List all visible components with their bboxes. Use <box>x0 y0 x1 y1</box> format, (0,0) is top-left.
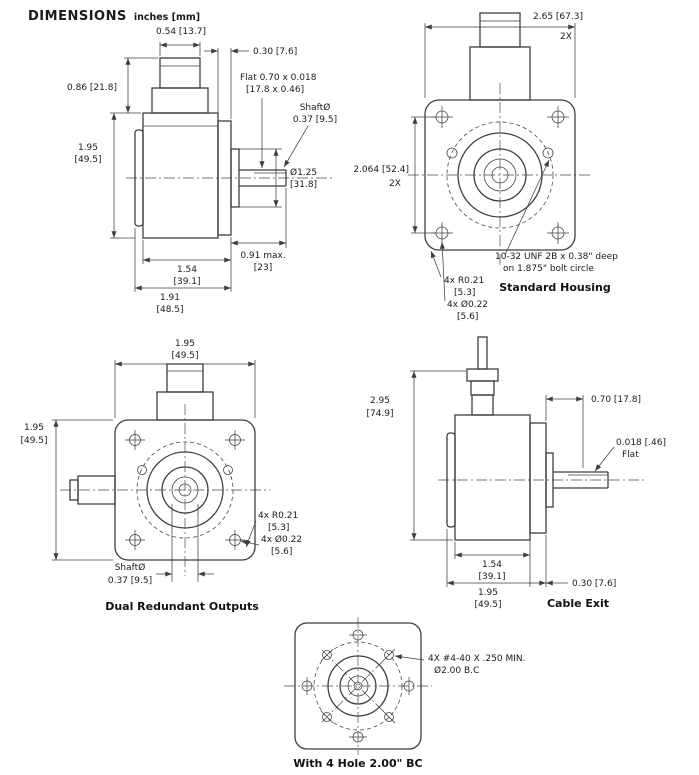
dim-body-width-label: 1.54 <box>177 265 197 275</box>
dim-shaft-length-mm-label: [23] <box>254 263 272 273</box>
cable-exit-drawing: 2.95 [74.9] 0.70 [17.8] 0.018 [.46] Flat… <box>366 336 666 610</box>
dual-redundant-labels: 1.95 [49.5] 1.95 [49.5] 4x R0.21 [5.3] 4… <box>20 339 302 613</box>
corner-radius-note-mm-label: [5.3] <box>454 288 475 298</box>
dim-shaft-length-label: 0.91 max. <box>240 251 285 261</box>
side-view-drawing: 0.54 [13.7] 0.30 [7.6] 0.86 [21.8] 1.95 … <box>67 27 337 315</box>
dim-width-label: 1.95 <box>175 339 195 349</box>
shaft-dia-note-value-label: 0.37 [9.5] <box>293 115 337 125</box>
dim-overall-width-mm-label: [49.5] <box>474 600 501 610</box>
dim-body-height-label: 1.95 <box>78 143 98 153</box>
dim-shaft-length-label: 0.70 [17.8] <box>591 395 641 405</box>
four-hole-bc-caption: With 4 Hole 2.00" BC <box>293 757 422 770</box>
dim-height-mm-label: [49.5] <box>20 436 47 446</box>
dim-width-mm-label: [49.5] <box>171 351 198 361</box>
dual-redundant-dimension-lines <box>52 360 260 582</box>
corner-radius-note-label: 4x R0.21 <box>444 276 484 286</box>
dim-flange-width-qty-label: 2X <box>560 32 572 42</box>
four-hole-bc-drawing: 4X #4-40 X .250 MIN. Ø2.00 B.C With 4 Ho… <box>284 617 526 770</box>
side-view-dimension-lines <box>110 42 309 292</box>
shaft-dia-note-value-label: 0.37 [9.5] <box>108 576 152 586</box>
corner-hole-note-label: 4x Ø0.22 <box>447 299 488 310</box>
dim-body-width-label: 1.54 <box>482 560 502 570</box>
dim-body-width-mm-label: [39.1] <box>478 572 505 582</box>
standard-housing-drawing: 2.65 [67.3] 2X 2.064 [52.4] 2X 10-32 UNF… <box>353 12 618 322</box>
tap-hole-left <box>446 147 458 159</box>
cable-gland-nut <box>466 368 499 382</box>
flat-note-line2-label: Flat <box>622 450 639 460</box>
dual-redundant-outline <box>60 363 270 576</box>
standard-housing-labels: 2.65 [67.3] 2X 2.064 [52.4] 2X 10-32 UNF… <box>353 12 618 322</box>
tap-hole-right <box>223 465 233 475</box>
standard-housing-dimension-lines <box>411 23 576 302</box>
bolt-circle <box>446 121 554 229</box>
standard-housing-outline <box>408 12 592 267</box>
dim-flange-thickness-label: 0.30 [7.6] <box>572 579 616 589</box>
dim-connector-width-label: 0.54 [13.7] <box>156 27 206 37</box>
cable-exit-dimension-lines <box>410 370 615 587</box>
tapped-holes <box>320 648 396 724</box>
dim-height-label: 2.95 <box>370 396 390 406</box>
tap-note-label: 4X #4-40 X .250 MIN. <box>428 654 526 664</box>
tap-hole-left <box>137 465 147 475</box>
edge-holes <box>301 629 415 743</box>
dim-connector-height-label: 0.86 [21.8] <box>67 83 117 93</box>
corner-hole-note-mm-label: [5.6] <box>457 312 478 322</box>
corner-radius-note-mm-label: [5.3] <box>268 523 289 533</box>
shaft-dia-note-label: ShaftØ <box>115 562 146 573</box>
cable <box>477 336 488 370</box>
dim-height-mm-label: [74.9] <box>366 409 393 419</box>
dim-overall-width-label: 1.95 <box>478 588 498 598</box>
corner-radius-note-label: 4x R0.21 <box>258 511 298 521</box>
dim-body-height-mm-label: [49.5] <box>74 155 101 165</box>
corner-hole-note-label: 4x Ø0.22 <box>261 534 302 545</box>
flat-note-mm-label: [17.8 x 0.46] <box>246 85 304 95</box>
shaft-dia-note-label: ShaftØ <box>300 102 331 113</box>
standard-housing-caption: Standard Housing <box>499 281 610 294</box>
page-title: DIMENSIONS <box>28 9 127 24</box>
cable-exit-outline <box>438 336 646 541</box>
flat-note-label: 0.018 [.46] <box>616 438 666 448</box>
dual-redundant-drawing: 1.95 [49.5] 1.95 [49.5] 4x R0.21 [5.3] 4… <box>20 339 302 613</box>
dim-flange-thickness-label: 0.30 [7.6] <box>253 47 297 57</box>
cable-exit-caption: Cable Exit <box>547 597 609 610</box>
page-units-note: inches [mm] <box>133 12 201 23</box>
corner-hole-note-mm-label: [5.6] <box>271 547 292 557</box>
flat-note-label: Flat 0.70 x 0.018 <box>240 73 317 83</box>
dim-height-label: 1.95 <box>24 423 44 433</box>
tap-note-line2-label: Ø2.00 B.C <box>434 665 479 676</box>
four-hole-bc-dimension-lines <box>394 654 425 661</box>
tap-hole-right <box>542 147 554 159</box>
dim-flange-width-label: 2.65 [67.3] <box>533 12 583 22</box>
tap-note-label: 10-32 UNF 2B x 0.38" deep <box>495 252 618 262</box>
dual-redundant-caption: Dual Redundant Outputs <box>105 600 259 613</box>
dim-hole-span-label: 2.064 [52.4] <box>353 165 409 175</box>
dim-overall-width-label: 1.91 <box>160 293 180 303</box>
tap-note-line2-label: on 1.875" bolt circle <box>503 264 594 274</box>
dim-pilot-dia-label: Ø1.25 <box>290 167 317 178</box>
dim-body-width-mm-label: [39.1] <box>173 277 200 287</box>
dim-hole-span-qty-label: 2X <box>389 179 401 189</box>
cable-exit-labels: 2.95 [74.9] 0.70 [17.8] 0.018 [.46] Flat… <box>366 395 666 610</box>
dim-overall-width-mm-label: [48.5] <box>156 305 183 315</box>
dim-pilot-dia-mm-label: [31.8] <box>290 180 317 190</box>
four-hole-bc-outline <box>284 617 432 755</box>
page-header: DIMENSIONS inches [mm] <box>28 5 200 24</box>
four-hole-bc-labels: 4X #4-40 X .250 MIN. Ø2.00 B.C With 4 Ho… <box>293 654 525 770</box>
side-view-labels: 0.54 [13.7] 0.30 [7.6] 0.86 [21.8] 1.95 … <box>67 27 337 315</box>
